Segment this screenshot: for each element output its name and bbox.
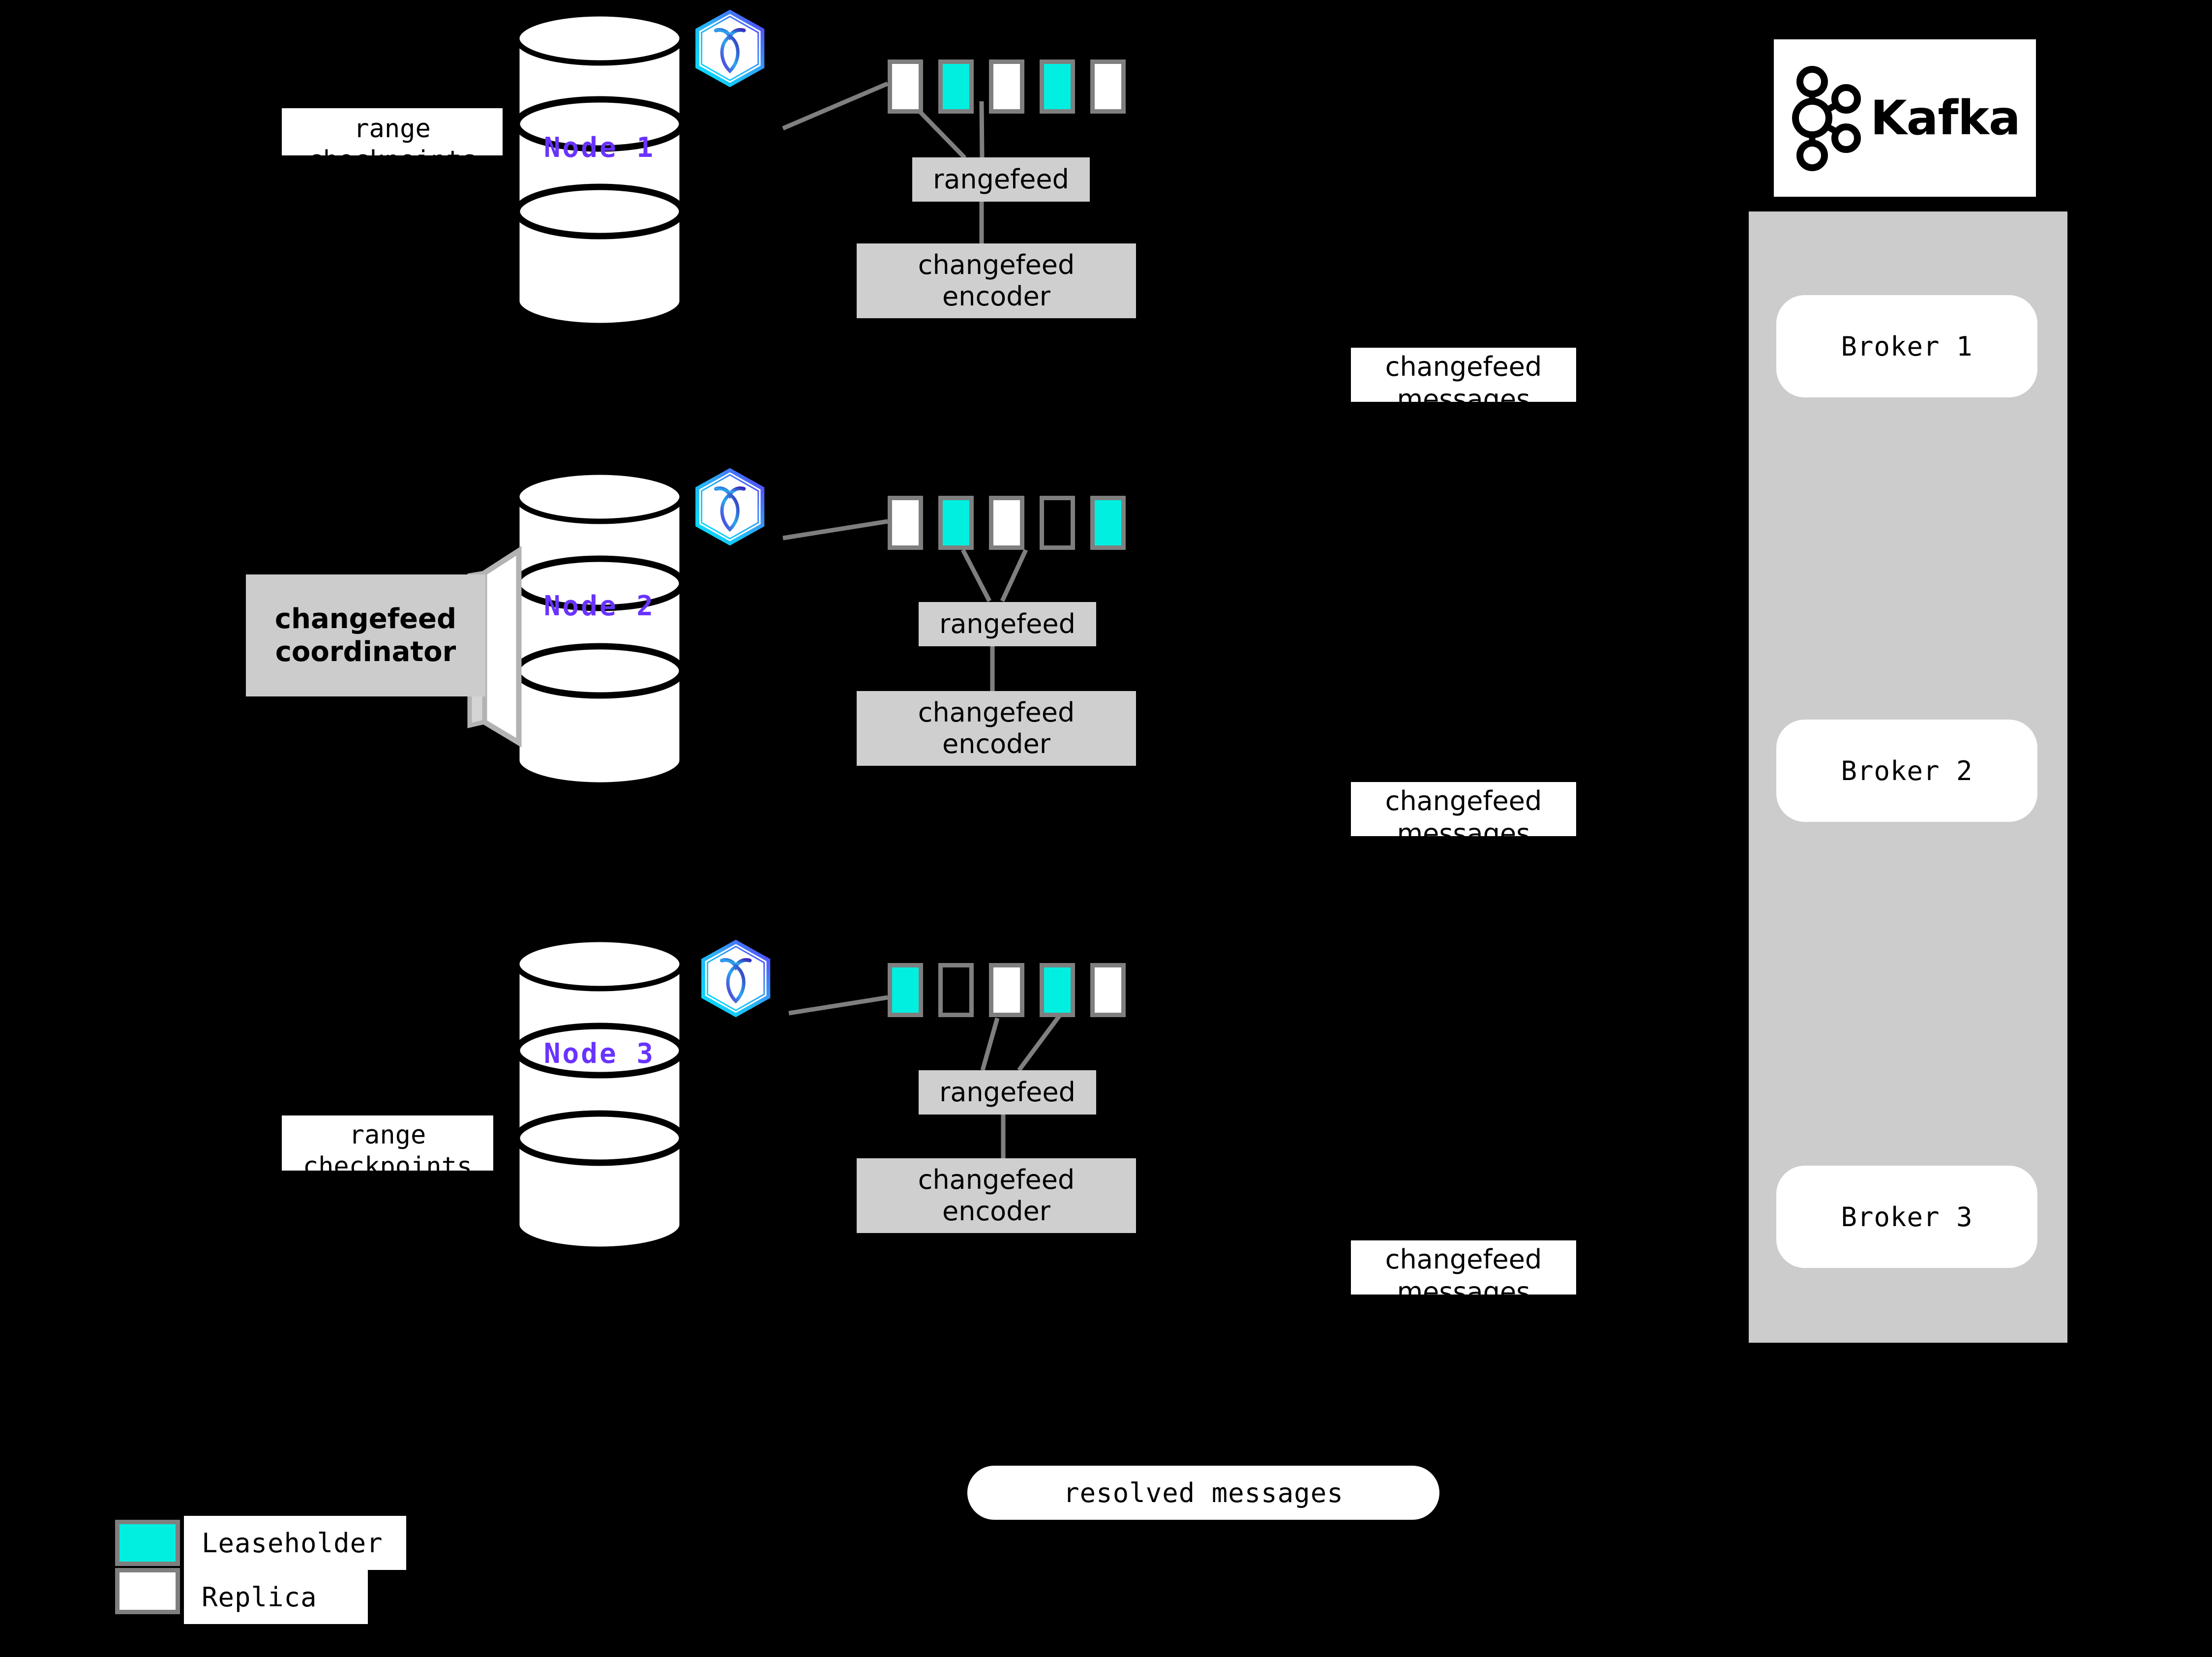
legend-label-leaseholder: Leaseholder xyxy=(184,1516,406,1570)
encoder-line-1: changefeed xyxy=(918,1164,1075,1196)
node-3-range-checkpoints-label: range checkpoints xyxy=(282,1115,493,1171)
range-box[interactable] xyxy=(1090,496,1126,550)
node-3-cylinder xyxy=(513,936,686,1252)
node-1-cylinder xyxy=(513,11,686,329)
kafka-broker-2[interactable]: Broker 2 xyxy=(1776,720,2037,822)
node-2-cylinder xyxy=(513,469,686,788)
range-box[interactable] xyxy=(938,60,974,114)
range-box[interactable] xyxy=(1090,963,1126,1017)
node-3-rangefeed-box[interactable]: rangefeed xyxy=(919,1070,1096,1115)
kafka-nodes-icon xyxy=(1792,65,1861,171)
range-box[interactable] xyxy=(1040,60,1075,114)
range-box[interactable] xyxy=(989,60,1024,114)
range-box[interactable] xyxy=(938,963,974,1017)
cockroachdb-logo-icon-2 xyxy=(695,468,765,546)
legend-swatch-leaseholder xyxy=(115,1520,180,1566)
messages-line-1: changefeed xyxy=(1385,1244,1542,1275)
range-checkpoints-line-1: range xyxy=(349,1120,426,1150)
kafka-broker-1[interactable]: Broker 1 xyxy=(1776,295,2037,397)
cockroachdb-logo-icon-1 xyxy=(695,9,765,88)
coordinator-line-1: changefeed xyxy=(274,603,457,635)
range-box[interactable] xyxy=(1040,963,1075,1017)
range-checkpoints-line-1: range xyxy=(354,114,431,144)
encoder-line-2: encoder xyxy=(942,1196,1050,1227)
node-2-changefeed-messages-label: changefeed messages xyxy=(1351,782,1576,836)
kafka-broker-3[interactable]: Broker 3 xyxy=(1776,1166,2037,1268)
node-3-changefeed-encoder-box[interactable]: changefeed encoder xyxy=(857,1158,1136,1233)
messages-line-2: messages xyxy=(1397,383,1530,402)
legend-swatch-replica xyxy=(115,1568,180,1614)
node-2-rangefeed-box[interactable]: rangefeed xyxy=(919,602,1096,646)
node-2-label: Node 2 xyxy=(543,590,656,622)
messages-line-2: messages xyxy=(1397,1276,1530,1295)
range-box[interactable] xyxy=(989,496,1024,550)
encoder-line-1: changefeed xyxy=(918,249,1075,281)
resolved-messages-pill[interactable]: resolved messages xyxy=(967,1466,1439,1520)
node-1-rangefeed-box[interactable]: rangefeed xyxy=(912,157,1090,202)
kafka-logo-block: Kafka xyxy=(1774,39,2036,197)
range-box[interactable] xyxy=(888,963,923,1017)
messages-line-1: changefeed xyxy=(1385,785,1542,816)
encoder-line-1: changefeed xyxy=(918,697,1075,728)
range-box[interactable] xyxy=(989,963,1024,1017)
node-1-changefeed-encoder-box[interactable]: changefeed encoder xyxy=(857,243,1136,318)
node-1-range-row xyxy=(888,60,1141,114)
kafka-wordmark: Kafka xyxy=(1870,90,2021,146)
range-checkpoints-line-2: checkpoints xyxy=(302,1152,473,1171)
messages-line-1: changefeed xyxy=(1385,351,1542,382)
node-3-range-row xyxy=(888,963,1141,1017)
node-2-range-row xyxy=(888,496,1141,550)
node-3-label: Node 3 xyxy=(543,1038,656,1070)
range-box[interactable] xyxy=(1090,60,1126,114)
node-1-changefeed-messages-label: changefeed messages xyxy=(1351,348,1576,402)
messages-line-2: messages xyxy=(1397,817,1530,836)
node-1-range-checkpoints-label: range checkpoints xyxy=(282,108,503,155)
node-3-changefeed-messages-label: changefeed messages xyxy=(1351,1240,1576,1295)
legend-label-replica: Replica xyxy=(184,1570,368,1624)
node-1-label: Node 1 xyxy=(543,132,656,164)
range-box[interactable] xyxy=(888,60,923,114)
range-box[interactable] xyxy=(938,496,974,550)
range-checkpoints-line-2: checkpoints xyxy=(282,145,503,155)
encoder-line-2: encoder xyxy=(942,728,1050,759)
changefeed-coordinator-label: changefeed coordinator xyxy=(246,574,485,696)
cockroachdb-logo-icon-3 xyxy=(701,939,771,1018)
node-2-changefeed-encoder-box[interactable]: changefeed encoder xyxy=(857,691,1136,766)
range-box[interactable] xyxy=(1040,496,1075,550)
range-box[interactable] xyxy=(888,496,923,550)
coordinator-line-2: coordinator xyxy=(275,636,456,668)
encoder-line-2: encoder xyxy=(942,281,1050,312)
